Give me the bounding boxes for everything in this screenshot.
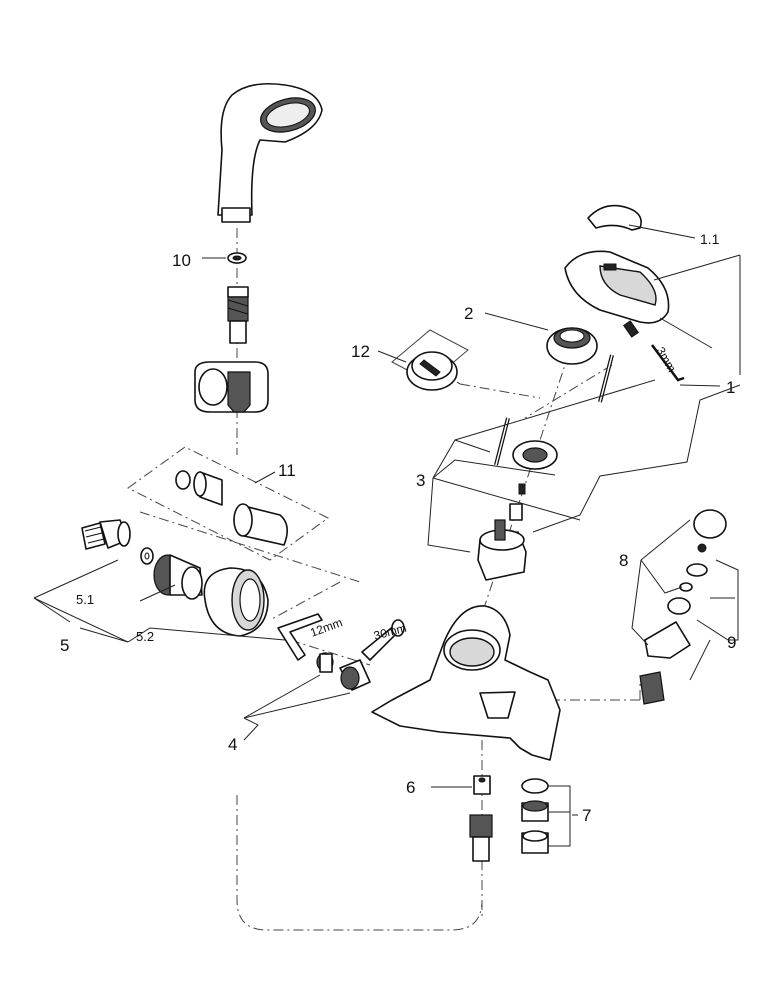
label-10: 10	[172, 251, 191, 270]
label-7: 7	[582, 806, 591, 825]
eccentric-5-2	[153, 554, 203, 600]
leader-lines	[33, 224, 741, 847]
ring-2	[546, 327, 598, 365]
washer-5	[140, 547, 154, 565]
hose-connector-top	[227, 286, 249, 344]
connector-4: 30mm	[316, 619, 408, 691]
diverter-body-9	[639, 621, 691, 705]
label-9: 9	[727, 633, 736, 652]
insert-6	[473, 775, 491, 795]
lever-handle-1	[564, 204, 670, 324]
screw-long-left	[494, 417, 510, 466]
label-6: 6	[406, 778, 415, 797]
connector-5-1	[81, 519, 131, 550]
washer-10	[227, 252, 247, 264]
allen-3mm-label: 3mm	[653, 345, 678, 375]
allen-key-3mm: 3mm	[650, 344, 685, 382]
label-5-2: 5.2	[136, 629, 154, 644]
cap-12	[391, 329, 469, 391]
label-8: 8	[619, 551, 628, 570]
diverter-knob-8	[693, 509, 727, 539]
callout-labels: 10 2 12 1.1 1 3 11 5.1 5.2 5 4 8 9 6 7	[60, 231, 736, 825]
label-12: 12	[351, 342, 370, 361]
label-3: 3	[416, 471, 425, 490]
label-11: 11	[278, 461, 296, 480]
label-1-1: 1.1	[700, 231, 720, 247]
escutcheon-5	[203, 567, 269, 637]
grub-screw-1	[623, 320, 639, 338]
aerator-7	[521, 778, 549, 854]
label-5: 5	[60, 636, 69, 655]
label-4: 4	[228, 735, 237, 754]
shower-wall-holder	[194, 361, 269, 413]
cartridge-3	[477, 483, 527, 581]
diverter-parts-8	[667, 543, 708, 615]
hand-shower	[217, 82, 323, 223]
label-2: 2	[464, 304, 473, 323]
mixer-body	[371, 605, 561, 761]
retaining-ring-3	[512, 440, 558, 470]
label-5-1: 5.1	[76, 592, 94, 607]
screw-long-right	[598, 354, 614, 403]
hose-connector-bottom	[469, 814, 493, 862]
label-1: 1	[726, 378, 735, 397]
allen-key-12mm: 12mm	[277, 613, 344, 661]
group-11	[127, 446, 329, 561]
